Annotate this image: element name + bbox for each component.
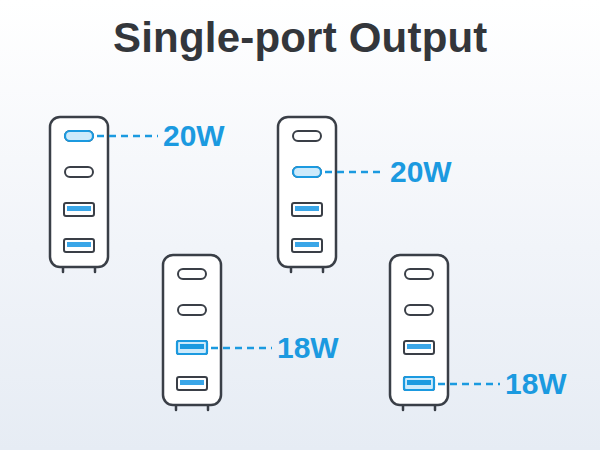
wattage-label: 18W [505, 367, 567, 401]
leader-line [438, 383, 500, 386]
charger [278, 117, 336, 272]
leader-line [211, 347, 272, 350]
leader-line [97, 135, 158, 138]
charger [50, 117, 108, 272]
wattage-label: 20W [163, 119, 225, 153]
wattage-label: 20W [390, 155, 452, 189]
leader-line [325, 171, 385, 174]
charger [390, 255, 448, 410]
charger [163, 255, 221, 410]
title: Single-port Output [113, 14, 488, 62]
wattage-label: 18W [277, 331, 339, 365]
